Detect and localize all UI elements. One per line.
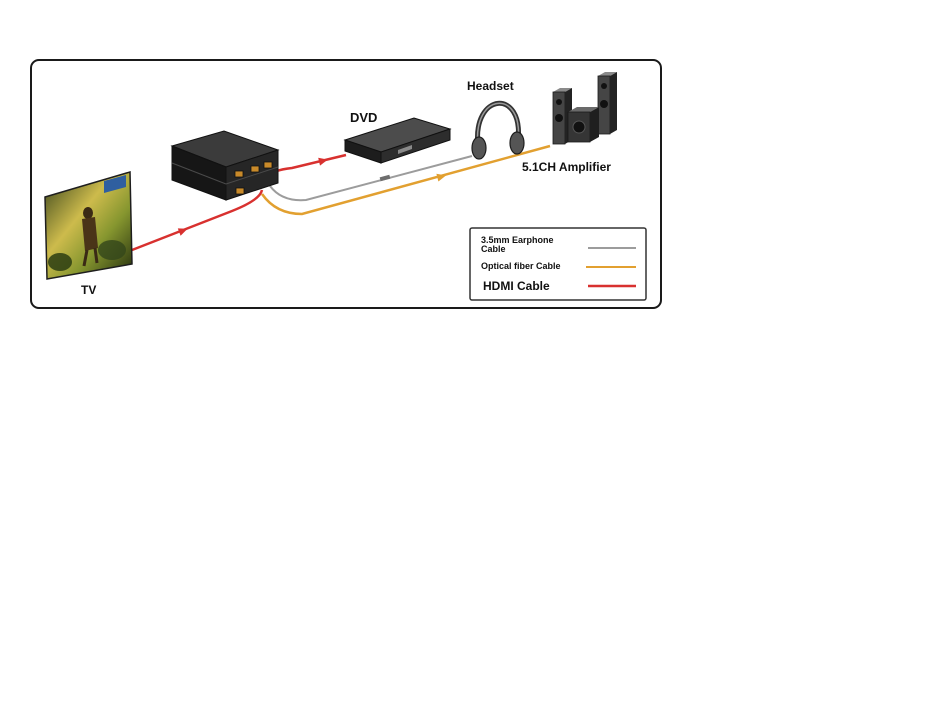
amplifier-label: 5.1CH Amplifier <box>522 161 611 173</box>
legend-label-earphone: 3.5mm Earphone Cable <box>481 236 561 254</box>
headset-label: Headset <box>467 80 514 92</box>
legend-label-hdmi: HDMI Cable <box>483 280 550 292</box>
dvd-label: DVD <box>350 111 377 124</box>
converter-port <box>264 162 272 168</box>
converter-port <box>251 166 259 172</box>
legend-label-optical: Optical fiber Cable <box>481 262 561 271</box>
converter-port <box>236 188 244 194</box>
tv-label: TV <box>81 284 96 296</box>
converter-port <box>235 171 243 177</box>
